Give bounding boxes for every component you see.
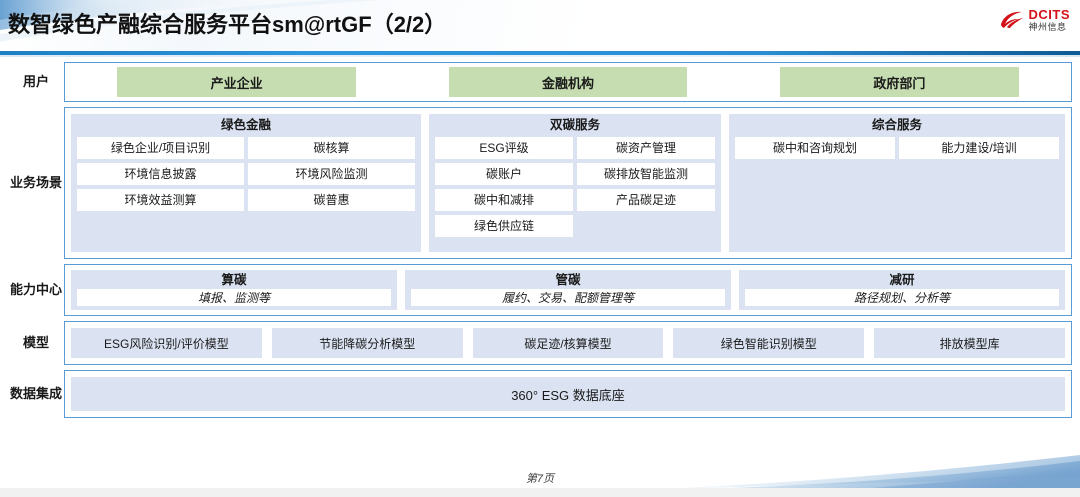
group-title-green-finance: 绿色金融 <box>220 118 271 132</box>
scenario-item[interactable]: 绿色企业/项目识别 <box>77 136 244 159</box>
layer-label-user: 用户 <box>22 73 49 89</box>
scenario-item[interactable]: 碳中和咨询规划 <box>735 136 895 159</box>
bottom-decoration-band <box>0 455 1080 497</box>
scenario-item[interactable]: 能力建设/培训 <box>899 136 1059 159</box>
group-items-green-finance: 绿色企业/项目识别 碳核算 环境信息披露 环境风险监测 环境效益测算 碳普惠 <box>77 136 415 211</box>
scenario-item[interactable]: 碳中和减排 <box>435 188 573 211</box>
capability-subtitle: 履约、交易、配额管理等 <box>411 289 725 307</box>
layer-model-body: ESG风险识别/评价模型 节能降碳分析模型 碳足迹/核算模型 绿色智能识别模型 … <box>64 321 1072 365</box>
layer-label-model: 模型 <box>22 334 49 350</box>
scenario-item[interactable]: 环境风险监测 <box>248 162 415 185</box>
layer-capability-center: 能力中心 算碳 填报、监测等 管碳 履约、交易、配额管理等 减研 路径规划、分析… <box>8 264 1072 316</box>
scenario-item[interactable]: 环境信息披露 <box>77 162 244 185</box>
scenario-item[interactable]: 环境效益测算 <box>77 188 244 211</box>
group-title-dual-carbon: 双碳服务 <box>549 118 600 132</box>
scenario-item[interactable]: 碳账户 <box>435 162 573 185</box>
top-swoosh-graphic <box>0 0 380 42</box>
scenario-item[interactable]: 产品碳足迹 <box>577 188 715 211</box>
scenario-item[interactable]: 碳普惠 <box>248 188 415 211</box>
capability-subtitle: 填报、监测等 <box>77 289 391 307</box>
layer-user: 用户 产业企业 金融机构 政府部门 <box>8 62 1072 102</box>
layer-business-scenario: 业务场景 绿色金融 绿色企业/项目识别 碳核算 环境信息披露 环境风险监测 环境… <box>8 107 1072 259</box>
model-item[interactable]: 排放模型库 <box>874 328 1065 358</box>
scenario-item[interactable]: 碳资产管理 <box>577 136 715 159</box>
scenario-item[interactable]: 碳排放智能监测 <box>577 162 715 185</box>
layer-label-data: 数据集成 <box>9 385 62 401</box>
group-items-dual-carbon: ESG评级 碳资产管理 碳账户 碳排放智能监测 碳中和减排 产品碳足迹 绿色供应… <box>435 136 715 237</box>
model-item[interactable]: 绿色智能识别模型 <box>673 328 865 358</box>
user-item-financial[interactable]: 金融机构 <box>448 67 688 97</box>
capability-title: 算碳 <box>221 273 247 287</box>
page-title: 数智绿色产融综合服务平台sm@rtGF（2/2） <box>8 12 447 37</box>
logo-wordmark: DCITS <box>1028 7 1070 22</box>
layer-user-body: 产业企业 金融机构 政府部门 <box>64 62 1072 102</box>
group-comprehensive-service: 综合服务 碳中和咨询规划 能力建设/培训 <box>729 114 1065 252</box>
capability-subtitle: 路径规划、分析等 <box>745 289 1059 307</box>
capability-group-reduce-research[interactable]: 减研 路径规划、分析等 <box>739 270 1065 310</box>
model-item[interactable]: ESG风险识别/评价模型 <box>71 328 262 358</box>
user-item-industry[interactable]: 产业企业 <box>117 67 356 97</box>
capability-group-manage-carbon[interactable]: 管碳 履约、交易、配额管理等 <box>405 270 731 310</box>
scenario-item[interactable]: ESG评级 <box>435 136 573 159</box>
brand-logo: DCITS 神州信息 <box>999 8 1071 32</box>
layer-model: 模型 ESG风险识别/评价模型 节能降碳分析模型 碳足迹/核算模型 绿色智能识别… <box>8 321 1072 365</box>
logo-subtext: 神州信息 <box>1028 22 1067 32</box>
scenario-item[interactable]: 碳核算 <box>248 136 415 159</box>
capability-title: 减研 <box>889 273 915 287</box>
dcits-swoosh-icon <box>1000 11 1023 28</box>
layer-data-body: 360° ESG 数据底座 <box>64 370 1072 418</box>
layer-label-capability: 能力中心 <box>9 281 62 297</box>
scenario-item[interactable]: 绿色供应链 <box>435 214 573 237</box>
title-underline-secondary <box>0 55 1080 57</box>
user-item-government[interactable]: 政府部门 <box>780 67 1019 97</box>
top-decoration-band <box>0 0 1080 52</box>
capability-title: 管碳 <box>555 273 581 287</box>
title-underline <box>0 51 1080 55</box>
capability-group-calc-carbon[interactable]: 算碳 填报、监测等 <box>71 270 397 310</box>
user-cell: 金融机构 <box>402 67 733 97</box>
bottom-swoosh-graphic <box>660 455 1080 489</box>
user-cell: 政府部门 <box>734 67 1065 97</box>
data-foundation-item[interactable]: 360° ESG 数据底座 <box>71 377 1065 411</box>
model-item[interactable]: 碳足迹/核算模型 <box>472 328 664 358</box>
page-number: 第7页 <box>525 473 555 485</box>
layer-business-body: 绿色金融 绿色企业/项目识别 碳核算 环境信息披露 环境风险监测 环境效益测算 … <box>64 107 1072 259</box>
group-title-comprehensive: 综合服务 <box>871 118 922 132</box>
layer-label-business: 业务场景 <box>9 174 62 190</box>
group-dual-carbon-service: 双碳服务 ESG评级 碳资产管理 碳账户 碳排放智能监测 碳中和减排 产品碳足迹… <box>429 114 721 252</box>
layer-capability-body: 算碳 填报、监测等 管碳 履约、交易、配额管理等 减研 路径规划、分析等 <box>64 264 1072 316</box>
model-item[interactable]: 节能降碳分析模型 <box>271 328 463 358</box>
architecture-diagram: 用户 产业企业 金融机构 政府部门 业务场景 绿色金融 绿色企业/项目识别 碳核… <box>8 62 1072 466</box>
layer-data-integration: 数据集成 360° ESG 数据底座 <box>8 370 1072 418</box>
user-cell: 产业企业 <box>71 67 402 97</box>
bottom-baseline <box>0 488 1080 497</box>
group-items-comprehensive: 碳中和咨询规划 能力建设/培训 <box>735 136 1059 159</box>
group-green-finance: 绿色金融 绿色企业/项目识别 碳核算 环境信息披露 环境风险监测 环境效益测算 … <box>71 114 421 252</box>
